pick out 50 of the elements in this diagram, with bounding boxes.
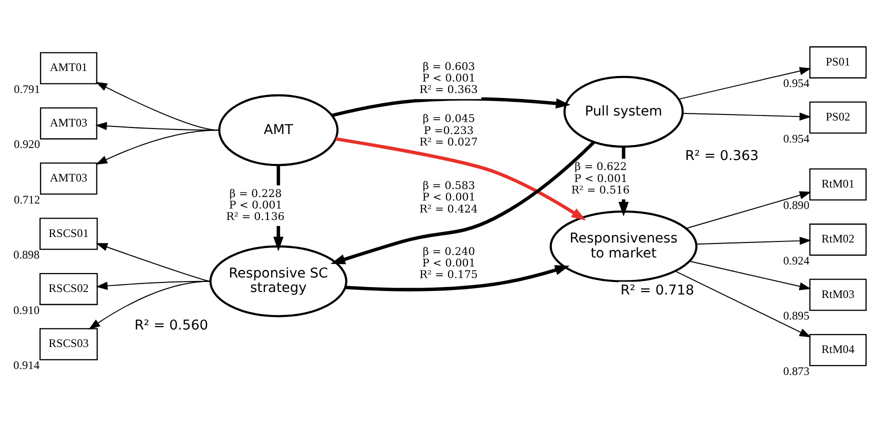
- node-label: R² = 0.560: [134, 316, 208, 333]
- node-box: AMT03: [40, 162, 98, 194]
- arrow: [678, 66, 812, 100]
- node-box: RtM04: [809, 333, 867, 366]
- node-label: R² = 0.718: [620, 282, 694, 298]
- node-label: 0.873: [783, 364, 810, 378]
- node-label: 0.898: [13, 248, 40, 262]
- node-label: 0.712: [14, 192, 40, 206]
- edge-label: β = 0.603 P < 0.001 R² = 0.363: [419, 59, 478, 96]
- node-label: 0.954: [783, 76, 810, 90]
- node-box: RSCS03: [39, 328, 98, 360]
- node-box: RSCS01: [39, 217, 98, 250]
- node-ellipse: AMT: [218, 94, 339, 166]
- edge-label: β = 0.228 P < 0.001 R² = 0.136: [226, 186, 284, 223]
- arrow: [686, 190, 812, 228]
- edge-label: β = 0.045 P =0.233 R² = 0.027: [419, 112, 478, 148]
- node-label: 0.954: [783, 132, 810, 145]
- node-box: RtM02: [809, 223, 867, 256]
- edge-label: β = 0.240 P < 0.001 R² = 0.175: [419, 244, 478, 281]
- arrow: [696, 236, 812, 244]
- node-label: 0.920: [14, 138, 40, 151]
- arrow: [332, 96, 571, 117]
- arrow: [674, 270, 812, 337]
- arrow: [96, 81, 219, 130]
- arrow: [96, 129, 219, 164]
- node-box: PS01: [809, 46, 867, 78]
- node-box: AMT01: [40, 52, 98, 84]
- node-label: 0.914: [13, 358, 40, 372]
- node-label: 0.895: [783, 309, 810, 322]
- node-box: RtM03: [809, 278, 867, 310]
- node-box: RtM01: [809, 168, 867, 200]
- node-label: R² = 0.363: [685, 147, 759, 164]
- node-label: 0.890: [783, 198, 810, 212]
- node-label: 0.791: [14, 82, 40, 96]
- edge-label: β = 0.622 P < 0.001 R² = 0.516: [571, 160, 630, 196]
- arrow: [330, 140, 596, 264]
- arrow: [96, 242, 212, 282]
- arrow: [95, 121, 219, 130]
- arrow: [335, 136, 586, 220]
- node-box: PS02: [809, 101, 867, 134]
- node-label: 0.924: [783, 254, 810, 267]
- node-label: 0.910: [13, 303, 40, 316]
- arrow: [689, 260, 812, 290]
- node-box: AMT03: [40, 106, 98, 139]
- arrow: [88, 280, 212, 329]
- arrow: [345, 264, 570, 291]
- edge-label: β = 0.583 P < 0.001 R² = 0.424: [419, 178, 478, 215]
- arrow: [682, 112, 812, 120]
- node-box: RSCS02: [39, 272, 98, 305]
- node-ellipse: Pull system: [563, 75, 684, 148]
